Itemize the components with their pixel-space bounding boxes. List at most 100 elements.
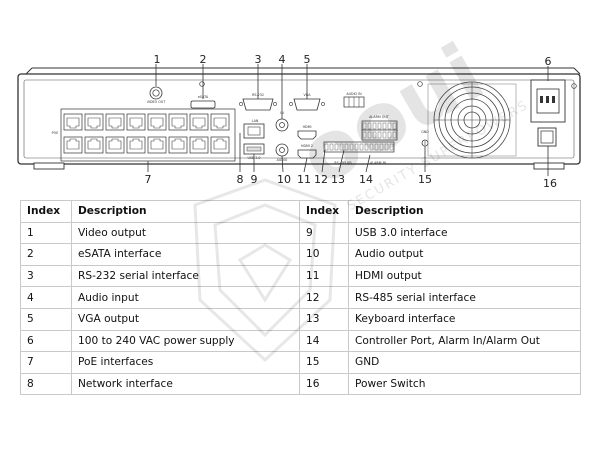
description-cell: eSATA interface [71,243,300,266]
index-cell: 11 [299,264,349,288]
index-cell: 16 [299,372,349,396]
description-cell: Power Switch [348,372,581,396]
index-cell: 10 [299,243,349,266]
poe-port [84,113,104,131]
callout-7: 7 [145,173,152,186]
index-cell: 6 [20,329,72,353]
poe-port [210,113,230,131]
index-cell: 8 [20,372,72,396]
poe-port [189,113,209,131]
index-cell: 2 [20,243,72,266]
callout-12: 12 [314,173,328,186]
poe-port [168,113,188,131]
index-cell: 9 [299,221,349,245]
alarm-out-label: ALARM OUT [369,115,390,119]
index-cell: 3 [20,264,72,288]
index-cell: 12 [299,286,349,309]
poe-port [105,113,125,131]
callout-11: 11 [297,173,311,186]
callout-3: 3 [255,53,262,66]
header-description-left: Description [71,200,300,223]
callout-15: 15 [418,173,432,186]
table-header-row: Index Description Index Description [20,200,581,223]
poe-port [147,113,167,131]
video-output-connector: VIDEO OUT [147,86,167,104]
callout-8: 8 [237,173,244,186]
index-cell: 15 [299,351,349,374]
alarm-in-label: ALARM IN [370,161,387,165]
index-cell: 4 [20,286,72,309]
description-cell: Network interface [71,372,300,396]
callout-14: 14 [359,173,373,186]
fan-grille [427,81,517,159]
callout-9: 9 [251,173,258,186]
poe-port [63,136,83,154]
poe-label: POE [52,131,59,135]
callout-1: 1 [154,53,161,66]
header-index-left: Index [20,200,72,223]
callout-6: 6 [545,55,552,68]
callout-10: 10 [277,173,291,186]
callout-13: 13 [331,173,345,186]
poe-port [63,113,83,131]
index-cell: 5 [20,307,72,331]
poe-port [126,136,146,154]
description-cell: VGA output [71,307,300,331]
description-cell: HDMI output [348,264,581,288]
callout-5: 5 [304,53,311,66]
callout-16: 16 [543,177,557,190]
description-cell: USB 3.0 interface [348,221,581,245]
power-supply-inlet [530,79,566,123]
description-cell: Audio input [71,286,300,309]
hdmi-output-connector: HDMI HDMI 2 [297,125,317,159]
network-interface: LAN [243,119,265,139]
poe-port [105,136,125,154]
poe-port [126,113,146,131]
hdmi1-label: HDMI [303,125,312,129]
hdmi2-label: HDMI 2 [301,144,313,148]
audio-io-label: AUDIO IN [346,92,362,96]
poe-port [84,136,104,154]
header-description-right: Description [348,200,581,223]
power-switch [537,127,557,147]
rear-panel-diagram: POE LAN USB 3.0 VIDEO OUT eSATA RS-232 I… [17,53,581,190]
screws [199,81,577,89]
callouts: 1 2 3 4 5 6 7 8 9 10 11 12 13 14 15 16 [145,53,558,190]
description-cell: 100 to 240 VAC power supply [71,329,300,353]
description-cell: RS-232 serial interface [71,264,300,288]
header-index-right: Index [299,200,349,223]
poe-port [210,136,230,154]
video-out-label: VIDEO OUT [147,100,167,104]
description-cell: RS-485 serial interface [348,286,581,309]
lan-label: LAN [252,119,259,123]
poe-port [147,136,167,154]
poe-port [168,136,188,154]
rs485-label: RS-485 KB [334,161,352,165]
description-cell: Keyboard interface [348,307,581,331]
description-cell: Controller Port, Alarm In/Alarm Out [348,329,581,353]
description-cell: Video output [71,221,300,245]
poe-port [189,136,209,154]
callout-2: 2 [200,53,207,66]
poe-interfaces: POE [52,108,236,162]
index-cell: 14 [299,329,349,353]
audio-terminal-block: AUDIO IN [343,92,365,108]
description-cell: Audio output [348,243,581,266]
index-cell: 7 [20,351,72,374]
callout-4: 4 [279,53,286,66]
description-cell: GND [348,351,581,374]
gnd-label: GND [421,130,429,134]
index-cell: 13 [299,307,349,331]
description-cell: PoE interfaces [71,351,300,374]
index-cell: 1 [20,221,72,245]
controller-alarm-terminals: ALARM OUT RS-485 KB ALARM IN [323,115,398,165]
